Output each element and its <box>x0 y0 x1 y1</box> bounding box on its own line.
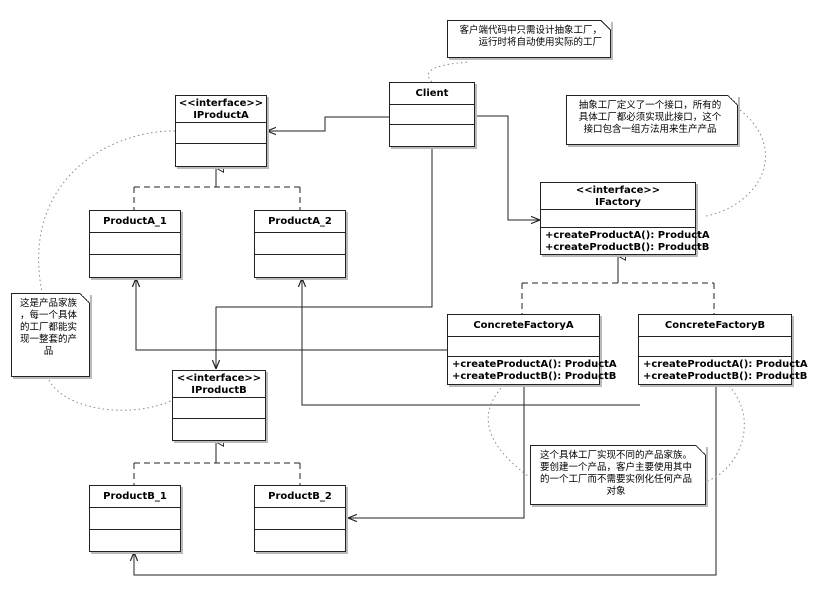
note-concrete-line-4: 对象 <box>606 486 626 497</box>
class-producta1[interactable]: ProductA_1 <box>89 210 181 278</box>
note-concrete: 这个具体工厂实现不同的产品家族。 要创建一个产品，客户主要使用其中 的一个工厂而… <box>530 445 706 505</box>
class-productb1-name: ProductB_1 <box>90 486 180 508</box>
dep-cfa-producta1 <box>136 278 447 351</box>
note-family-line-1: 这是产品家族 <box>19 298 77 309</box>
class-iproducta-stereotype: <<interface>> <box>178 98 264 109</box>
class-concretefactorya-op-create-a: +createProductA(): ProductA <box>452 359 617 370</box>
assoc-client-iproductb <box>216 147 433 369</box>
class-iproductb[interactable]: <<interface>> IProductB <box>172 370 266 441</box>
class-concretefactorya-name: ConcreteFactoryA <box>448 315 599 337</box>
class-concretefactoryb-op-create-b: +createProductB(): ProductB <box>643 371 808 382</box>
note-family-line-5: 品 <box>43 346 54 357</box>
class-ifactory[interactable]: <<interface>> IFactory +createProductA()… <box>540 182 710 255</box>
class-iproductb-name: IProductB <box>191 385 247 396</box>
dep-cfb-productb1 <box>134 386 717 576</box>
note-links <box>38 61 767 483</box>
dep-cfb-producta2 <box>302 278 640 406</box>
class-ifactory-op-create-a: +createProductA(): ProductA <box>545 230 710 241</box>
class-concretefactoryb-name: ConcreteFactoryB <box>639 315 791 337</box>
class-productb1[interactable]: ProductB_1 <box>89 485 181 552</box>
note-concrete-line-1: 这个具体工厂实现不同的产品家族。 <box>539 450 692 461</box>
note-concrete-line-2: 要创建一个产品，客户主要使用其中 <box>539 462 692 473</box>
assoc-client-iproducta <box>267 116 389 131</box>
class-concretefactoryb[interactable]: ConcreteFactoryB +createProductA(): Prod… <box>638 314 808 385</box>
class-client-name: Client <box>390 83 474 105</box>
realize-iproducta <box>133 186 301 210</box>
realize-iproductb <box>133 462 301 485</box>
class-iproducta-name: IProductA <box>193 110 249 121</box>
assoc-client-ifactory <box>475 115 540 220</box>
note-client-line-1: 客户端代码中只需设计抽象工厂， <box>459 25 602 36</box>
class-productb2[interactable]: ProductB_2 <box>254 485 346 552</box>
note-ifactory: 抽象工厂定义了一个接口，所有的 具体工厂都必须实现此接口，这个 接口包含一组方法… <box>566 95 738 145</box>
class-iproductb-stereotype: <<interface>> <box>176 373 262 384</box>
class-productb2-name: ProductB_2 <box>255 486 345 508</box>
class-ifactory-op-create-b: +createProductB(): ProductB <box>545 242 710 253</box>
class-producta2[interactable]: ProductA_2 <box>254 210 346 278</box>
note-client-line-2: 运行时将自动使用实际的工厂 <box>478 37 602 48</box>
note-ifactory-line-1: 抽象工厂定义了一个接口，所有的 <box>578 100 722 111</box>
class-concretefactoryb-op-create-a: +createProductA(): ProductA <box>643 359 808 370</box>
class-ifactory-stereotype: <<interface>> <box>575 185 661 196</box>
class-concretefactorya-op-create-b: +createProductB(): ProductB <box>452 371 617 382</box>
note-ifactory-line-2: 具体工厂都必须实现此接口，这个 <box>578 112 722 123</box>
note-ifactory-line-3: 接口包含一组方法用来生产产品 <box>583 124 717 135</box>
note-family-line-4: 现一整套的产 <box>19 334 77 345</box>
note-family: 这是产品家族 ，每一个具体 的工厂都能实 现一整套的产 品 <box>11 293 90 377</box>
class-iproducta[interactable]: <<interface>> IProductA <box>175 95 267 167</box>
class-producta1-name: ProductA_1 <box>90 211 180 233</box>
note-client: 客户端代码中只需设计抽象工厂， 运行时将自动使用实际的工厂 <box>447 20 611 58</box>
note-concrete-line-3: 的一个工厂而不需要实例化任何产品 <box>539 474 692 485</box>
note-family-line-2: ，每一个具体 <box>19 310 77 321</box>
note-family-line-3: 的工厂都能实 <box>19 322 77 333</box>
dep-cfa-productb2 <box>348 386 525 518</box>
class-ifactory-name: IFactory <box>595 197 641 208</box>
realize-ifactory <box>521 282 715 314</box>
class-client[interactable]: Client <box>389 82 475 147</box>
class-producta2-name: ProductA_2 <box>255 211 345 233</box>
class-concretefactorya[interactable]: ConcreteFactoryA +createProductA(): Prod… <box>447 314 617 385</box>
